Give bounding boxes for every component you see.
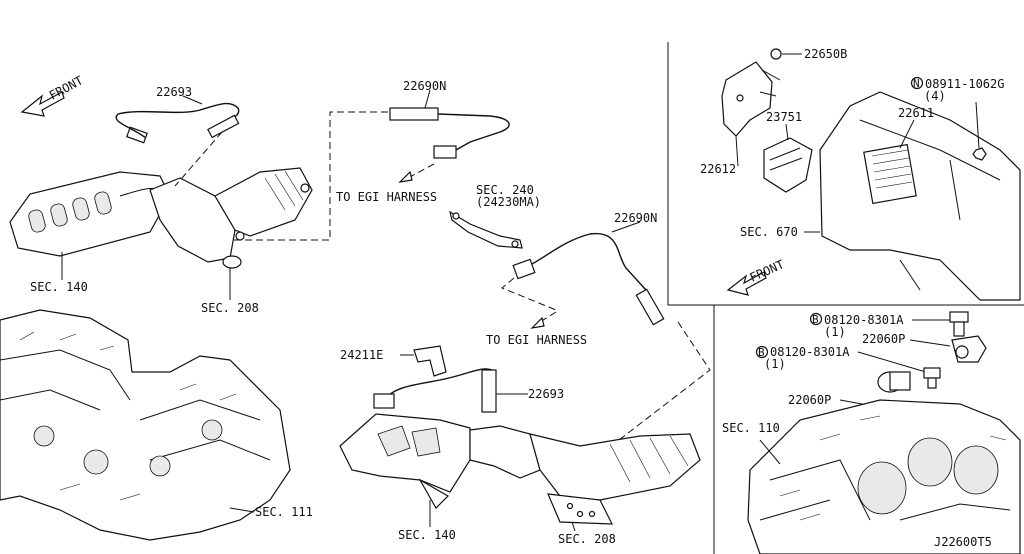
label-22612: 22612 (700, 162, 736, 176)
front-arrow-icon (20, 91, 65, 117)
label-08911: 08911-1062G (925, 77, 1004, 91)
clip-22650B (770, 48, 782, 60)
panel-frames (667, 42, 1024, 554)
bolt-prefix-2-icon (755, 345, 769, 359)
sec140-top: SEC. 140 (30, 280, 88, 294)
ecm-22611 (863, 143, 917, 205)
ecm-bracket-22612 (721, 61, 781, 137)
diagram-code: J22600T5 (934, 535, 992, 549)
label-sec670: SEC. 670 (740, 225, 798, 239)
nut-prefix-icon (910, 76, 924, 90)
label-22690N-top: 22690N (403, 79, 446, 93)
front-label-right: FRONT (748, 257, 787, 284)
label-22693-top: 22693 (156, 85, 192, 99)
module-23751 (763, 137, 813, 193)
catalyst-top (149, 167, 313, 269)
exhaust-manifold-top (9, 171, 171, 257)
knock-sensor-22060P-1 (951, 335, 987, 363)
label-22060P-2: 22060P (788, 393, 831, 407)
label-sec110: SEC. 110 (722, 421, 780, 435)
catalyst-bottom (469, 425, 701, 525)
label-22650B: 22650B (804, 47, 847, 61)
sec111: SEC. 111 (255, 505, 313, 519)
label-sec240-sub: (24230MA) (476, 195, 541, 209)
label-08120-2: 08120-8301A (770, 345, 850, 359)
front-label-top: FRONT (47, 73, 85, 102)
bracket-24230MA (449, 210, 523, 249)
prefix-b-1: B (812, 313, 819, 326)
nut-08911 (972, 147, 987, 161)
bolt-08120-2 (923, 367, 941, 389)
label-08120-1: 08120-8301A (824, 313, 904, 327)
qty-08120-2: (1) (764, 357, 786, 371)
sec140-bottom: SEC. 140 (398, 528, 456, 542)
front-arrow-right-icon (726, 271, 767, 296)
harness-arrow-1-icon (398, 163, 435, 183)
knock-sensor-22060P-2 (877, 371, 911, 393)
label-22060P-1: 22060P (862, 332, 905, 346)
o2-sensor-22693-top (115, 102, 240, 144)
o2-sensor-22693-bottom (373, 368, 497, 413)
af-sensor-22690N-mid (512, 232, 665, 326)
exhaust-manifold-bottom (339, 413, 471, 509)
bolt-prefix-1-icon (809, 312, 823, 326)
to-egi-harness-1: TO EGI HARNESS (336, 190, 437, 204)
label-22693-bottom: 22693 (528, 387, 564, 401)
engine-block-sec110 (747, 399, 1021, 554)
af-sensor-22690N-top (389, 107, 510, 159)
sec208-bottom: SEC. 208 (558, 532, 616, 546)
label-23751: 23751 (766, 110, 802, 124)
harness-arrow-2-icon (530, 311, 557, 329)
qty-08120-1: (1) (824, 325, 846, 339)
label-sec240: SEC. 240 (476, 183, 534, 197)
sensor-bracket-24211E (413, 345, 447, 377)
sec208-top: SEC. 208 (201, 301, 259, 315)
bolt-08120-1 (949, 311, 969, 337)
prefix-b-2: B (758, 346, 765, 359)
label-22690N-mid: 22690N (614, 211, 657, 225)
to-egi-harness-2: TO EGI HARNESS (486, 333, 587, 347)
prefix-n: N (913, 77, 920, 90)
label-22611: 22611 (898, 106, 934, 120)
qty-08911: (4) (924, 89, 946, 103)
engine-block-left (0, 309, 291, 541)
label-24211E: 24211E (340, 348, 383, 362)
body-panel-sec670 (819, 91, 1021, 301)
